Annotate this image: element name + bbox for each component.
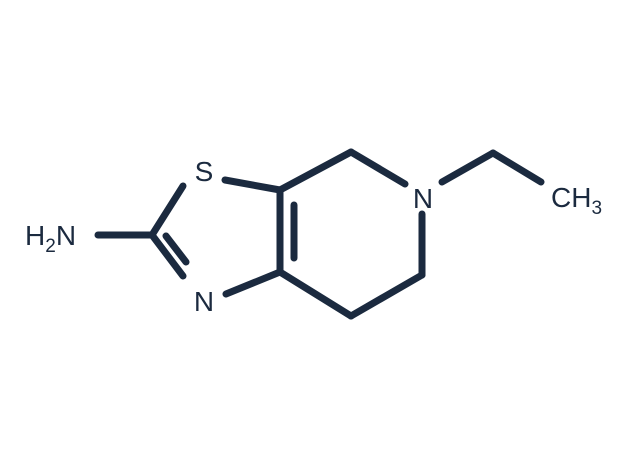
sulfur-atom-label: S	[195, 156, 214, 187]
amine-group-label: H2N	[25, 220, 76, 257]
bond-c3a-n3	[222, 268, 284, 298]
bond-c6-c4	[347, 271, 426, 320]
amine-subscript: 2	[45, 236, 56, 257]
methyl-subscript: 3	[591, 198, 602, 219]
bond-ch2-ch3	[489, 149, 545, 186]
methyl-ch: CH	[551, 182, 591, 213]
bond-c7a-c7	[276, 148, 355, 194]
bond-s-c7a	[221, 176, 284, 194]
thiazole-nitrogen-label: N	[194, 286, 214, 317]
methyl-group-label: CH3	[551, 182, 602, 219]
bond-n3-c2	[148, 231, 187, 280]
bond-c2-s	[148, 182, 187, 239]
bond-n3-c2-inner	[162, 232, 190, 266]
bond-c4-c3a	[276, 268, 355, 320]
amine-nitrogen: N	[56, 220, 76, 251]
bond-c7-n5	[347, 148, 409, 188]
amine-hydrogen: H	[25, 220, 45, 251]
ring-nitrogen-label: N	[413, 183, 433, 214]
bond-n5-ch2	[438, 149, 497, 186]
